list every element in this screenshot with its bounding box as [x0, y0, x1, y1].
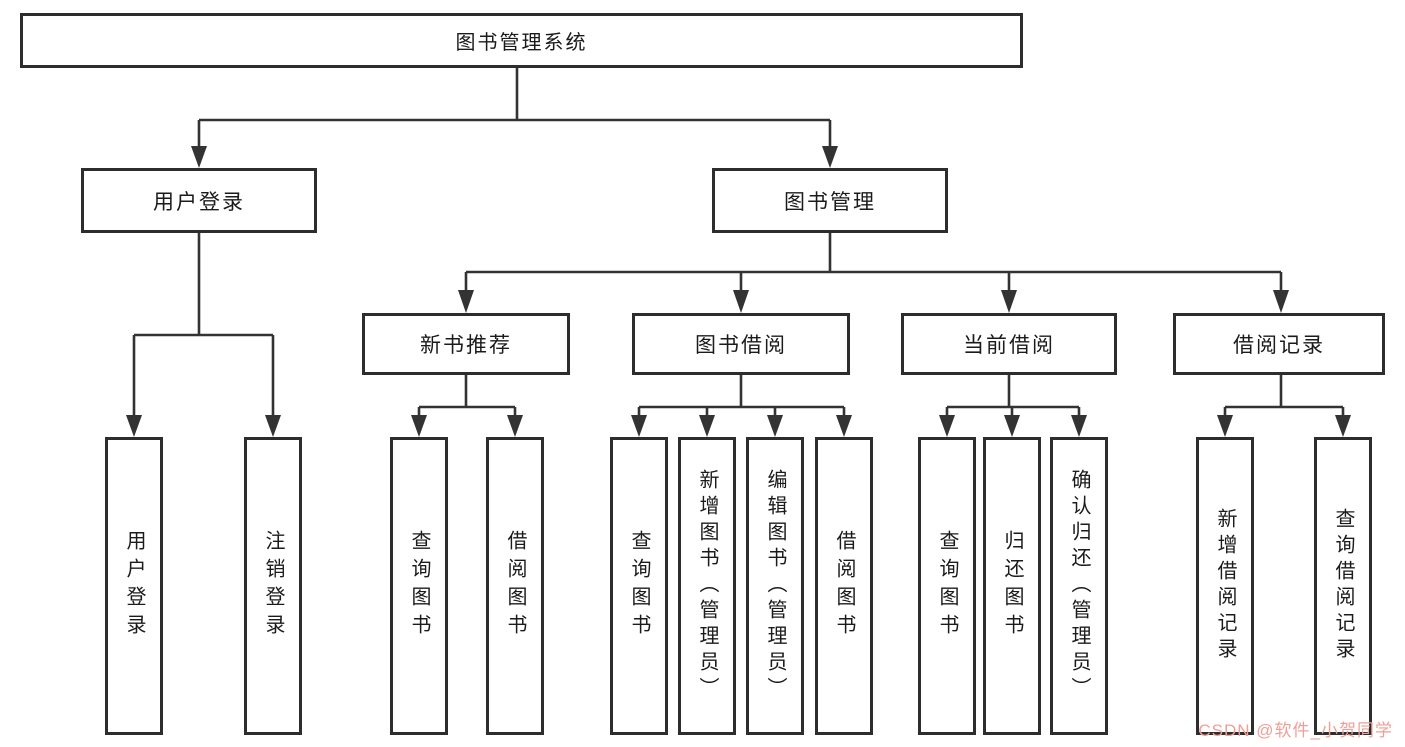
- node-book-management: 图书管理: [712, 168, 948, 233]
- node-borrow-records-label: 借阅记录: [1233, 334, 1325, 357]
- leaf-user-login: 用户登录: [105, 437, 163, 735]
- leaf-logout-label: 注销登录: [262, 530, 284, 642]
- node-current-borrow-label: 当前借阅: [963, 334, 1055, 357]
- leaf-edit-books-admin: 编辑图书（管理员）: [746, 437, 804, 735]
- leaf-borrow-query-books-label: 查询图书: [628, 530, 650, 642]
- node-root: 图书管理系统: [20, 13, 1023, 68]
- node-borrow-records: 借阅记录: [1173, 313, 1385, 375]
- leaf-add-borrow-record: 新增借阅记录: [1196, 437, 1254, 735]
- leaf-borrow-query-books: 查询图书: [610, 437, 668, 735]
- leaf-query-borrow-record-label: 查询借阅记录: [1332, 508, 1354, 664]
- leaf-confirm-return-admin-label: 确认归还（管理员）: [1068, 469, 1090, 703]
- node-book-borrow-label: 图书借阅: [695, 334, 787, 357]
- node-user-login: 用户登录: [81, 168, 317, 233]
- leaf-current-query-books-label: 查询图书: [936, 530, 958, 642]
- leaf-recommend-borrow-books: 借阅图书: [486, 437, 544, 735]
- leaf-add-borrow-record-label: 新增借阅记录: [1214, 508, 1236, 664]
- leaf-logout: 注销登录: [244, 437, 302, 735]
- leaf-query-borrow-record: 查询借阅记录: [1314, 437, 1372, 735]
- node-user-login-label: 用户登录: [153, 190, 245, 214]
- leaf-edit-books-admin-label: 编辑图书（管理员）: [764, 469, 786, 703]
- leaf-add-books-admin-label: 新增图书（管理员）: [696, 469, 718, 703]
- leaf-borrow-books-label: 借阅图书: [833, 530, 855, 642]
- leaf-return-books-label: 归还图书: [1001, 530, 1023, 642]
- leaf-confirm-return-admin: 确认归还（管理员）: [1050, 437, 1108, 735]
- node-root-label: 图书管理系统: [455, 32, 588, 54]
- node-book-management-label: 图书管理: [784, 190, 876, 214]
- leaf-recommend-borrow-books-label: 借阅图书: [504, 530, 526, 642]
- leaf-recommend-query-books-label: 查询图书: [408, 530, 430, 642]
- node-current-borrow: 当前借阅: [901, 313, 1117, 375]
- node-book-borrow: 图书借阅: [632, 313, 850, 375]
- leaf-current-query-books: 查询图书: [918, 437, 976, 735]
- watermark: CSDN @软件_小贺同学: [1198, 721, 1393, 740]
- leaf-recommend-query-books: 查询图书: [390, 437, 448, 735]
- node-new-book-recommend-label: 新书推荐: [420, 334, 512, 357]
- leaf-return-books: 归还图书: [983, 437, 1041, 735]
- leaf-add-books-admin: 新增图书（管理员）: [678, 437, 736, 735]
- node-new-book-recommend: 新书推荐: [362, 313, 570, 375]
- leaf-user-login-label: 用户登录: [123, 530, 145, 642]
- leaf-borrow-books: 借阅图书: [815, 437, 873, 735]
